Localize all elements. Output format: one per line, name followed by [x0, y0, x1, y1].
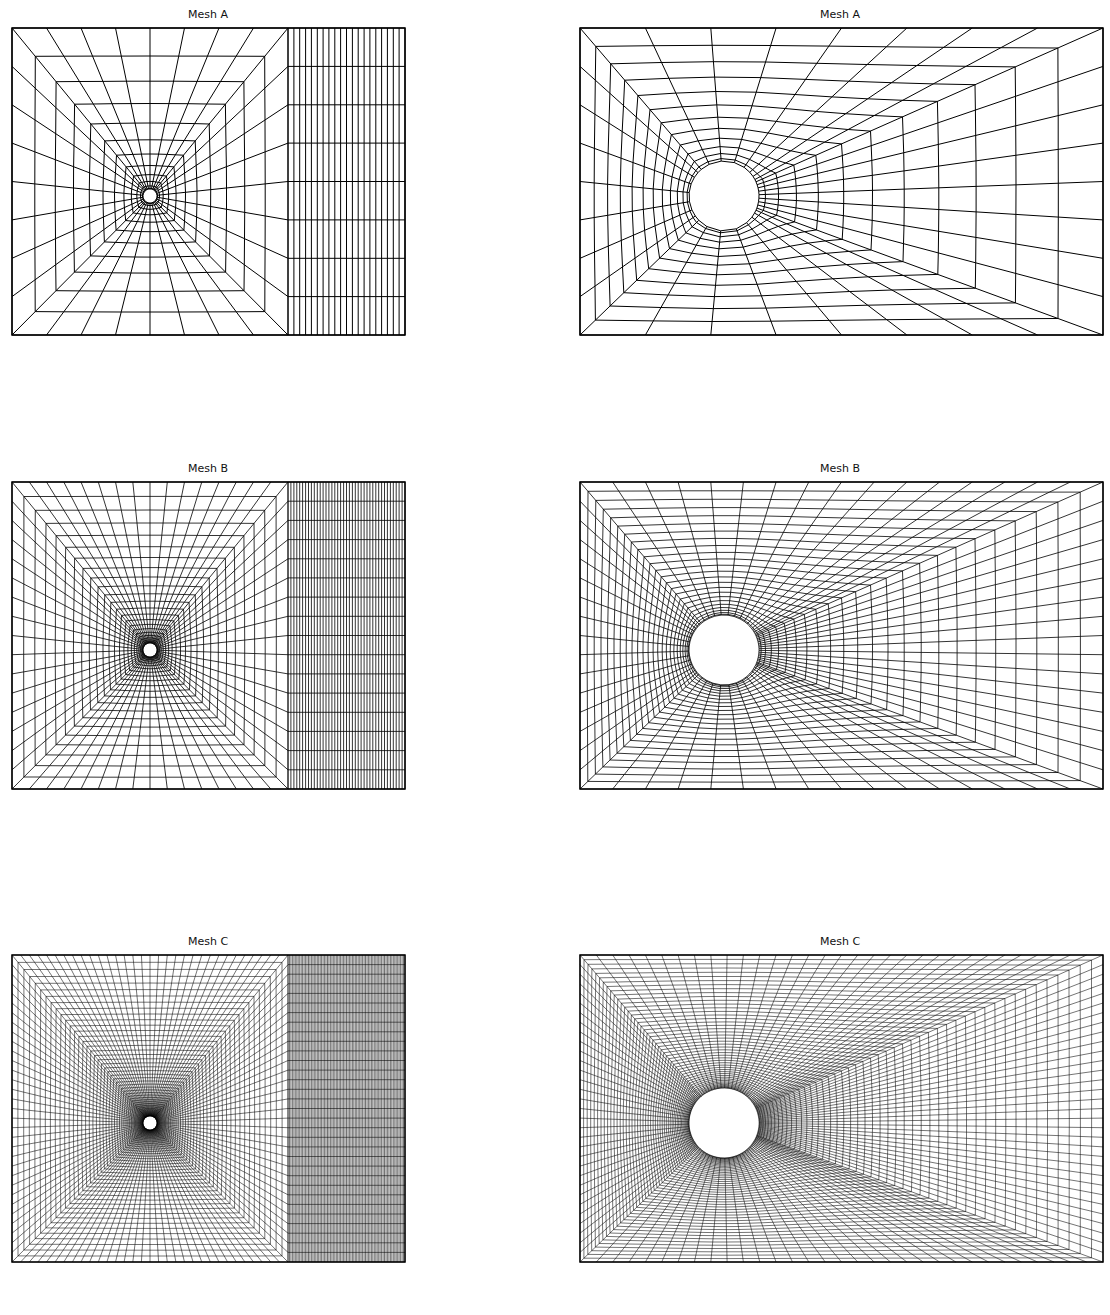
finite-element-mesh-detail — [580, 482, 1103, 789]
mesh-border — [12, 955, 405, 1262]
mesh-title: Mesh B — [186, 462, 230, 475]
mesh-border — [580, 28, 1103, 335]
mesh-title: Mesh C — [818, 935, 862, 948]
mesh-title: Mesh A — [818, 8, 862, 21]
mesh-border — [12, 482, 405, 789]
mesh-title: Mesh A — [186, 8, 230, 21]
mesh-border — [580, 955, 1103, 1262]
finite-element-mesh-detail — [580, 28, 1103, 335]
mesh-border — [12, 28, 405, 335]
mesh-border — [580, 482, 1103, 789]
finite-element-mesh-detail — [580, 955, 1103, 1262]
finite-element-mesh — [12, 482, 405, 789]
mesh-title: Mesh B — [818, 462, 862, 475]
finite-element-mesh — [12, 28, 405, 335]
finite-element-mesh — [12, 955, 405, 1262]
mesh-title: Mesh C — [186, 935, 230, 948]
